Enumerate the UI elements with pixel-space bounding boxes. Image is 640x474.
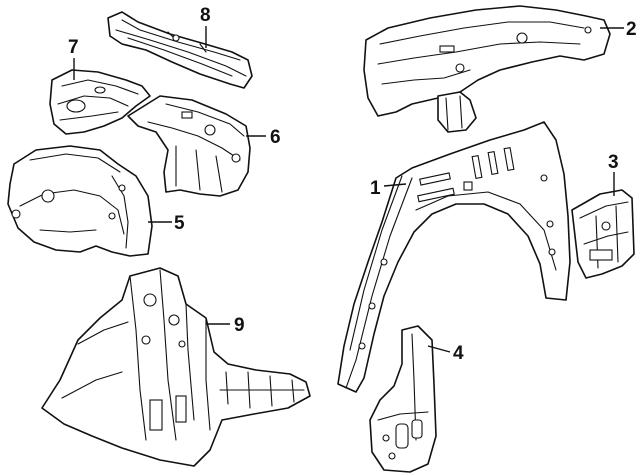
callout-3[interactable]: 3 xyxy=(608,152,619,173)
part-9-inner-structure[interactable] xyxy=(41,267,311,467)
callout-7[interactable]: 7 xyxy=(68,37,79,58)
part-4-lower-panel[interactable] xyxy=(369,325,437,473)
part-7-bracket[interactable] xyxy=(49,69,151,135)
callout-1[interactable]: 1 xyxy=(370,178,381,199)
part-6-inner-wheelhouse[interactable] xyxy=(127,95,251,197)
leader-1 xyxy=(383,183,407,187)
part-3-bracket[interactable] xyxy=(571,189,635,279)
leader-4 xyxy=(427,345,451,353)
callout-2[interactable]: 2 xyxy=(626,19,637,40)
callout-8[interactable]: 8 xyxy=(200,5,211,26)
leader-lines xyxy=(73,26,624,353)
part-2-quarter-inner[interactable] xyxy=(363,5,611,133)
callout-9[interactable]: 9 xyxy=(234,315,245,336)
callout-4[interactable]: 4 xyxy=(453,343,464,364)
part-1-quarter-panel[interactable] xyxy=(337,121,571,393)
callout-5[interactable]: 5 xyxy=(174,213,185,234)
part-8-rail-reinforcement[interactable] xyxy=(107,11,253,89)
callout-6[interactable]: 6 xyxy=(270,127,281,148)
part-5-wheelhouse-outer[interactable] xyxy=(7,145,153,257)
callouts: 1 2 3 4 5 6 7 8 9 xyxy=(68,5,637,364)
